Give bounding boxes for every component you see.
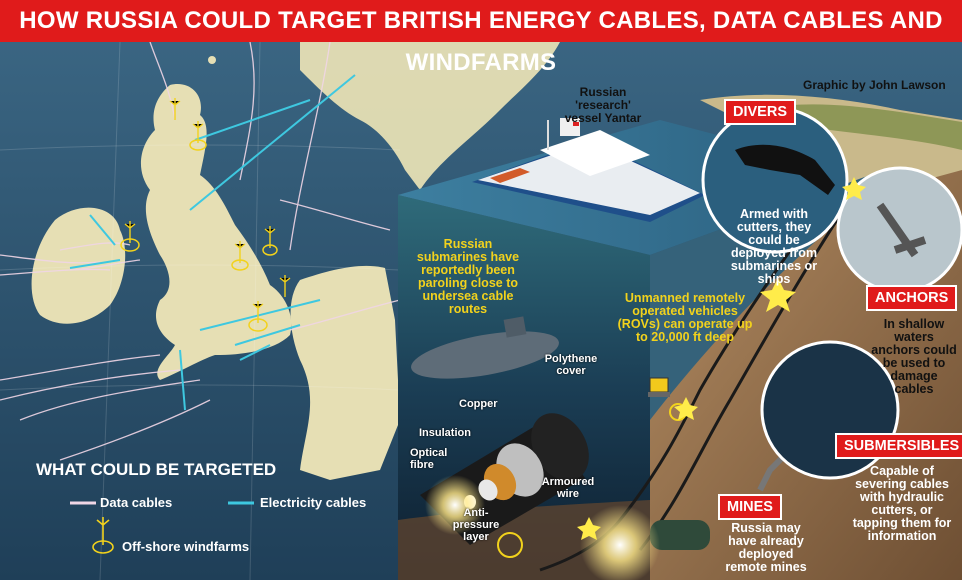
legend-windfarm-swatch: [92, 517, 114, 554]
anchors-text: In shallow waters anchors could be used …: [871, 317, 957, 396]
divers-tag: DIVERS: [724, 99, 796, 125]
shetland: [208, 56, 216, 64]
graphic-credit: Graphic by John Lawson: [803, 78, 946, 92]
mines-tag: MINES: [718, 494, 782, 520]
optical-fibre-label: Optical fibre: [410, 447, 448, 471]
rov-note: Unmanned remotely operated vehicles (ROV…: [617, 291, 753, 344]
polythene-label: Polythene cover: [544, 353, 598, 377]
legend-windfarms: Off-shore windfarms: [122, 539, 250, 554]
electricity-cables: [69, 74, 356, 411]
armoured-wire-label: Armoured wire: [541, 476, 595, 500]
submarine: [411, 316, 559, 379]
data-cables: [0, 41, 401, 461]
vessel-label: Russian 'research' vessel Yantar: [564, 85, 642, 125]
yantar-ship: [472, 118, 705, 222]
scandinavia-land: [300, 42, 560, 190]
submarine-note: Russian submarines have reportedly been …: [416, 237, 520, 316]
insulation-label: Insulation: [419, 427, 471, 439]
mines-text: Russia may have already deployed remote …: [725, 521, 807, 574]
fault-marker-1: [497, 532, 523, 558]
legend-electricity-cables: Electricity cables: [260, 495, 367, 510]
impact-stars: [577, 177, 866, 540]
anti-pressure-label: Anti-pressure layer: [452, 507, 500, 543]
submersibles-tag: SUBMERSIBLES: [835, 433, 962, 459]
great-britain: [140, 84, 292, 380]
submersibles-text: Capable of severing cables with hydrauli…: [852, 464, 952, 543]
rov-small: [648, 377, 670, 397]
legend-data-cables: Data cables: [100, 495, 173, 510]
copper-label: Copper: [459, 398, 498, 410]
divers-text: Armed with cutters, they could be deploy…: [730, 207, 818, 286]
legend-title: WHAT COULD BE TARGETED: [36, 460, 277, 479]
sea-mine: [580, 505, 710, 580]
wind-turbines: [124, 98, 291, 323]
anchors-tag: ANCHORS: [866, 285, 958, 311]
fibre-glow: [425, 475, 485, 535]
europe-land: [290, 265, 400, 480]
headline: HOW RUSSIA COULD TARGET BRITISH ENERGY C…: [0, 0, 962, 76]
